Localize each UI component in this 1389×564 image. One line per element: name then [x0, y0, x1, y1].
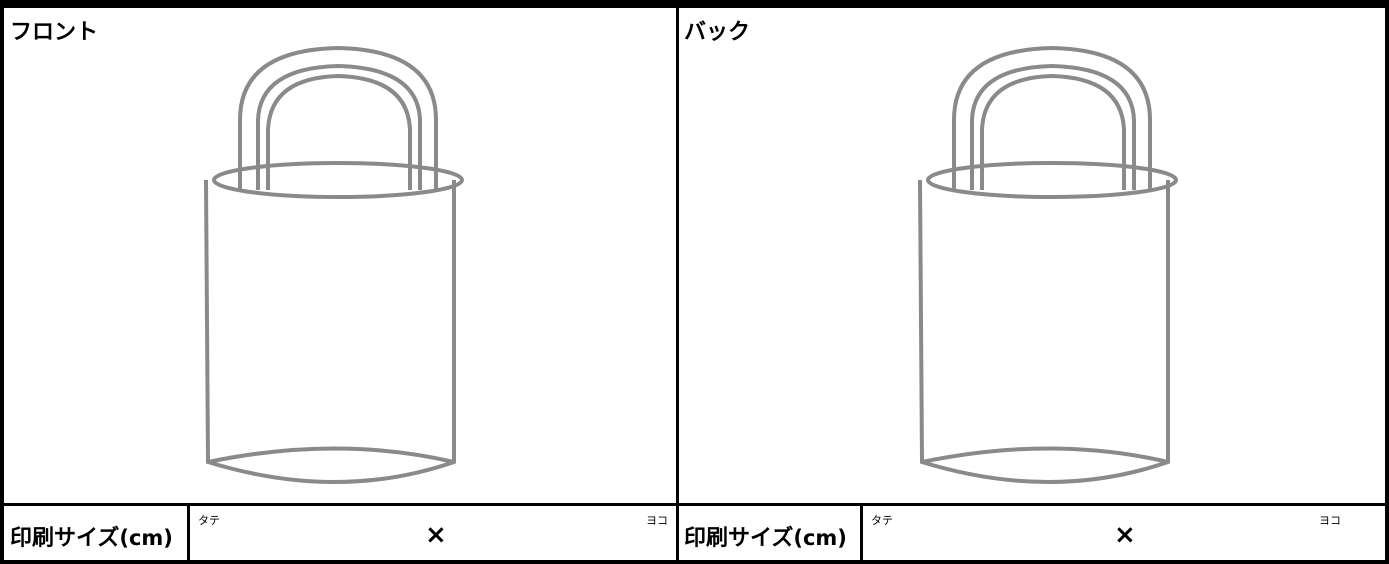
tote-bag-icon — [918, 45, 1178, 484]
print-size-text: 印刷サイズ — [684, 526, 794, 551]
back-yoko-label: ヨコ — [1319, 514, 1341, 527]
back-panel-title: バック — [684, 20, 751, 45]
front-panel-title: フロント — [10, 20, 99, 45]
print-size-text: 印刷サイズ — [10, 526, 120, 551]
panel-divider — [676, 0, 679, 564]
front-times-sign: × — [425, 520, 447, 550]
front-print-size-label: 印刷サイズ(cm) — [10, 520, 173, 552]
back-print-size-label: 印刷サイズ(cm) — [684, 520, 847, 552]
back-times-sign: × — [1114, 520, 1136, 550]
back-label-cell-divider — [860, 505, 863, 564]
front-tate-label: タテ — [198, 514, 220, 527]
front-label-cell-divider — [187, 505, 190, 564]
back-tate-label: タテ — [871, 514, 893, 527]
size-row-divider — [0, 503, 1389, 506]
print-size-unit: (cm) — [793, 526, 847, 550]
top-border — [0, 0, 1389, 8]
tote-bag-icon — [204, 45, 464, 484]
front-yoko-label: ヨコ — [646, 514, 668, 527]
print-size-unit: (cm) — [119, 526, 173, 550]
